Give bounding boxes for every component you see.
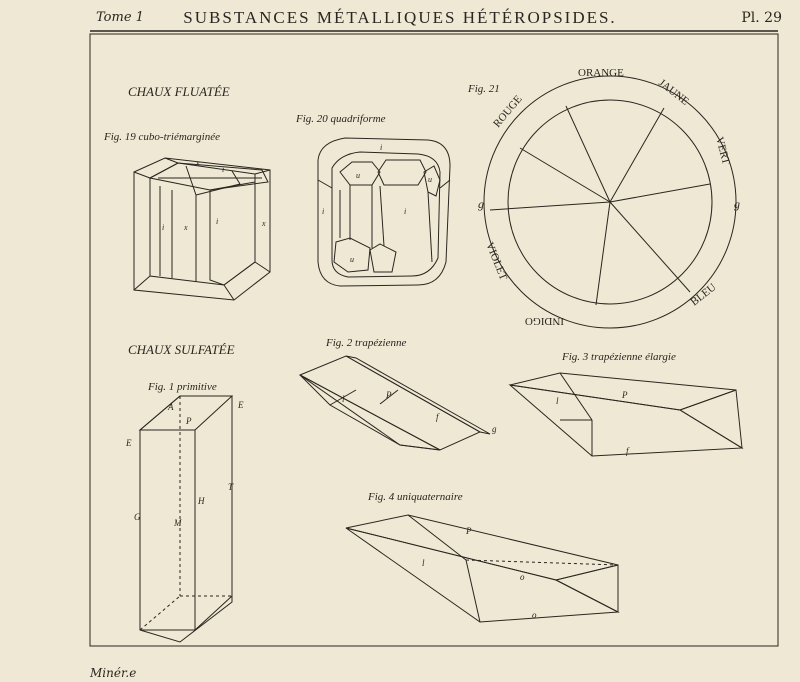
wheel-label-rouge: ROUGE	[491, 93, 525, 130]
fig4-crystal	[345, 514, 620, 623]
fig2-label-f: f	[436, 412, 440, 422]
plate-title: SUBSTANCES MÉTALLIQUES HÉTÉROPSIDES.	[183, 8, 617, 27]
wheel-label-vert: VERT	[713, 136, 732, 166]
wheel-g-right: g	[734, 197, 740, 211]
fig20-crystal	[317, 137, 451, 287]
fig1-label-P: P	[185, 416, 192, 426]
fig1-crystal	[138, 395, 234, 643]
fig3-label-l: l	[556, 396, 559, 406]
plate-number: Pl. 29	[741, 10, 782, 26]
fig1-caption: Fig. 1 primitive	[147, 381, 217, 393]
volume-label: Tome 1	[96, 10, 144, 25]
fig19-label-i2: i	[162, 223, 164, 232]
fig1-label-E: E	[237, 400, 244, 410]
fig4-caption: Fig. 4 uniquaternaire	[367, 491, 463, 503]
fig20-label-u3: u	[350, 255, 354, 264]
fig20-label-i2: i	[322, 207, 324, 216]
fig19-label-i: i	[222, 165, 224, 174]
wheel-label-violet: VIOLET	[483, 241, 509, 283]
fig19-label-x: x	[195, 159, 200, 168]
fig4-label-l: l	[422, 558, 425, 568]
footer-minér: Minér.e	[90, 666, 137, 680]
fig19-label-i3: i	[216, 217, 218, 226]
fig2-label-P: P	[385, 390, 392, 400]
plate-frame	[89, 33, 779, 647]
fig4-label-o2: o	[532, 610, 537, 620]
fig3-label-f: f	[626, 446, 630, 456]
fig1-label-E2: E	[125, 438, 132, 448]
fig1-label-T: T	[228, 482, 234, 492]
fig20-caption: Fig. 20 quadriforme	[295, 113, 386, 125]
fig1-label-H: H	[197, 496, 205, 506]
fig2-crystal	[298, 355, 491, 451]
fig1-label-A: A	[167, 402, 174, 412]
section-chaux-sulfatee: CHAUX SULFATÉE	[128, 342, 235, 357]
fig20-label-i3: i	[404, 207, 406, 216]
fig20-label-u: u	[356, 171, 360, 180]
fig2-caption: Fig. 2 trapézienne	[325, 337, 406, 349]
fig21-color-wheel	[483, 75, 737, 329]
fig4-label-o: o	[520, 572, 525, 582]
fig20-label-u2: u	[428, 175, 432, 184]
fig3-caption: Fig. 3 trapézienne élargie	[561, 351, 676, 363]
fig19-label-x2: x	[183, 223, 188, 232]
fig4-label-P: P	[465, 526, 472, 536]
fig3-label-P: P	[621, 390, 628, 400]
fig21-caption: Fig. 21	[467, 83, 500, 95]
fig19-label-x3: x	[261, 219, 266, 228]
fig2-label-g: g	[492, 424, 497, 434]
wheel-g-left: g	[478, 197, 484, 211]
wheel-label-jaune: JAUNE	[656, 77, 691, 108]
fig20-label-i: i	[380, 143, 382, 152]
fig19-caption: Fig. 19 cubo-triémarginée	[103, 131, 220, 143]
wheel-label-orange: ORANGE	[578, 67, 624, 79]
fig19-crystal	[133, 157, 271, 301]
fig2-label-l: l	[342, 394, 345, 404]
wheel-label-bleu: BLEU	[688, 281, 718, 308]
fig3-crystal	[508, 372, 744, 457]
wheel-label-indigo: INDIGO	[525, 315, 564, 327]
fig1-label-G: G	[134, 512, 141, 522]
section-chaux-fluatee: CHAUX FLUATÉE	[128, 84, 230, 99]
fig1-label-M: M	[173, 518, 182, 528]
